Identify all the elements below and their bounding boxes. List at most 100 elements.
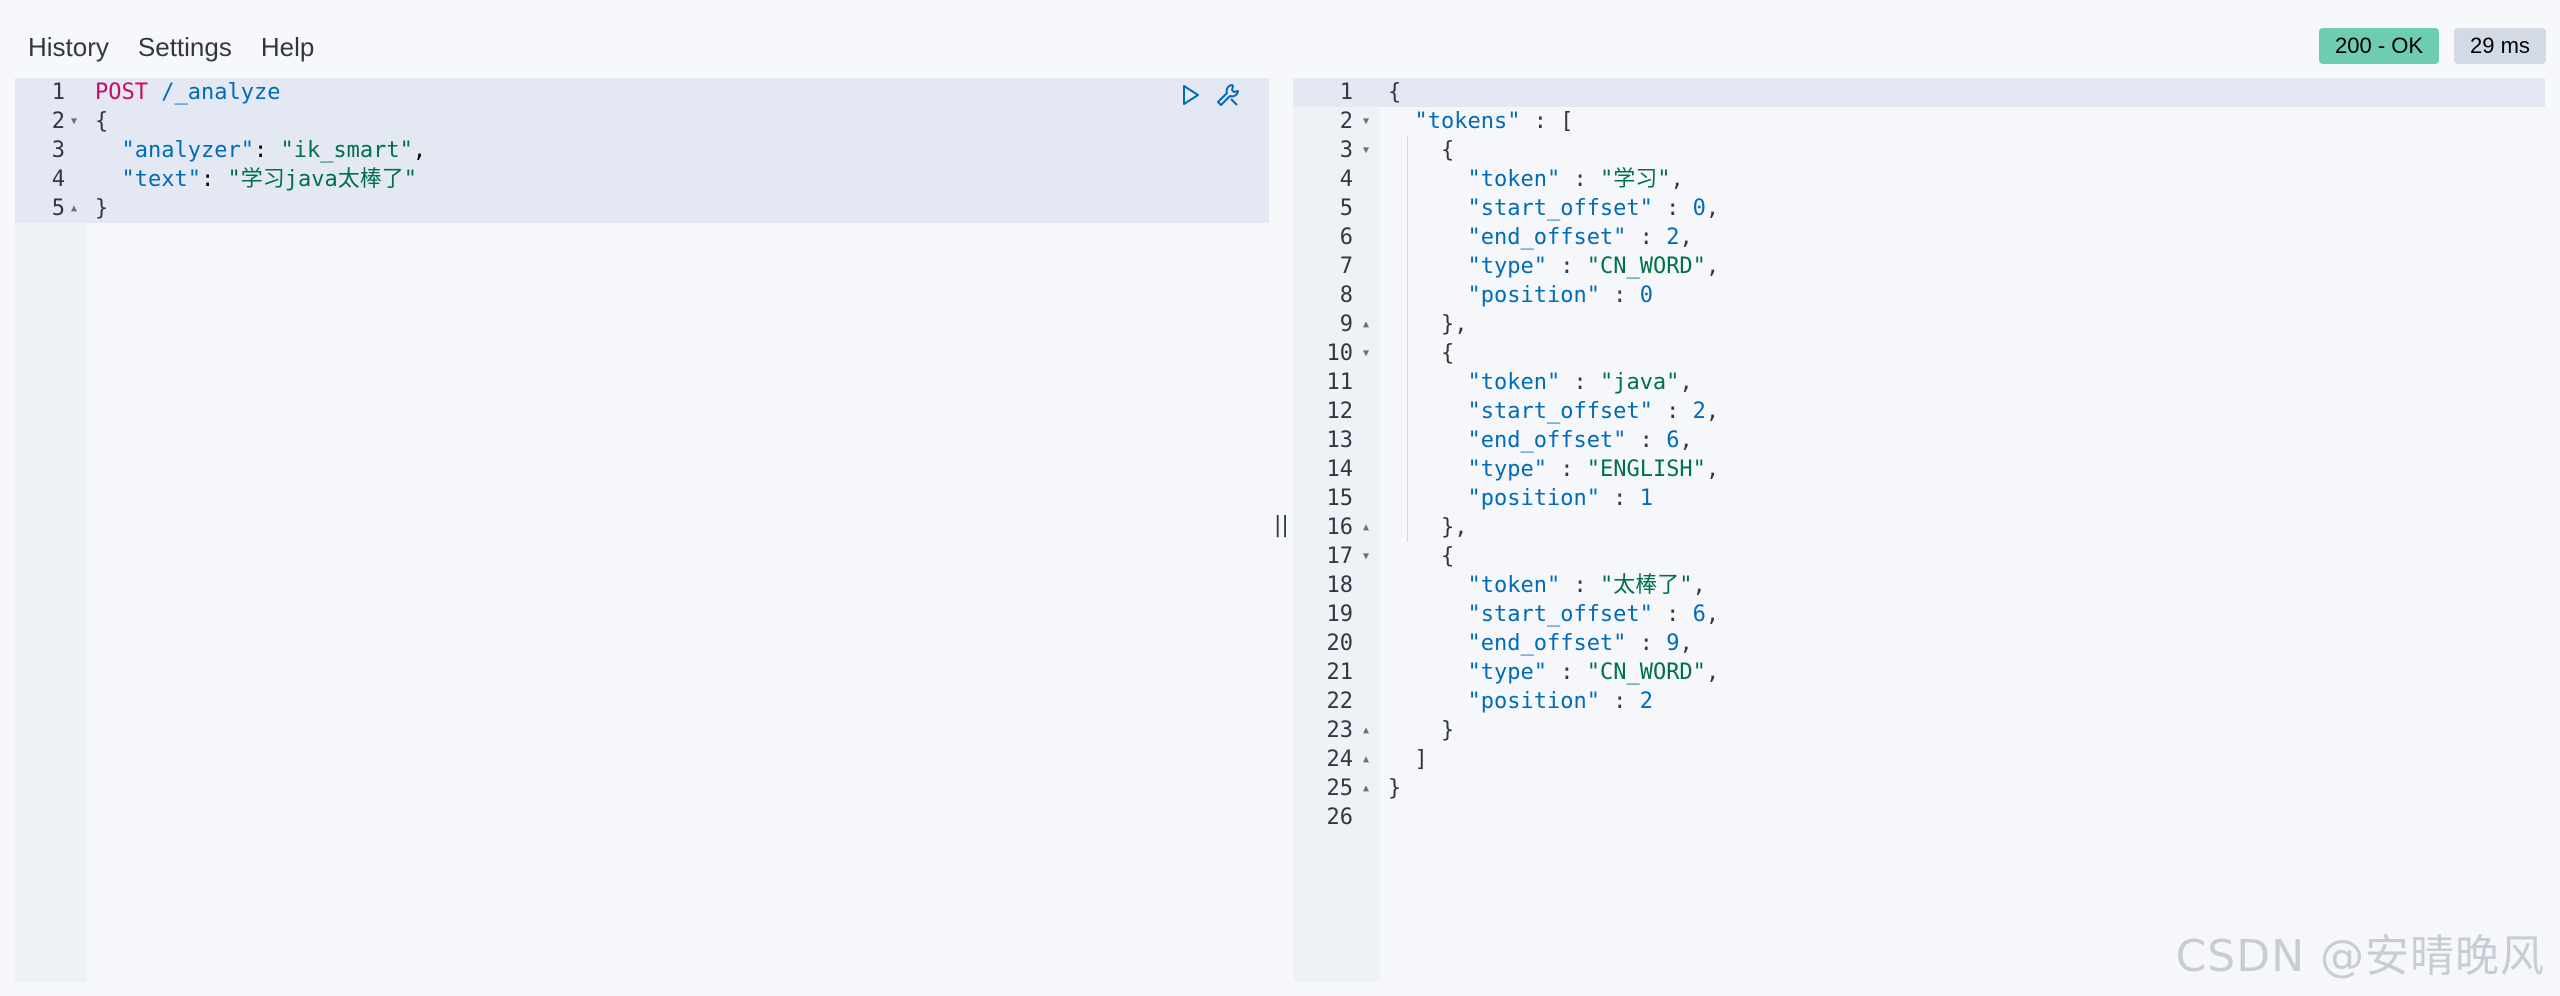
line-number: 16 bbox=[1326, 515, 1354, 540]
code-line: 7 "type" : "CN_WORD", bbox=[1293, 252, 2545, 281]
code-line: 9 ▲ }, bbox=[1293, 310, 2545, 339]
line-number: 15 bbox=[1326, 486, 1354, 511]
fold-down-icon[interactable]: ▼ bbox=[71, 116, 78, 127]
code-line: 5▲ } bbox=[15, 194, 1269, 223]
response-line-text: "end_offset" : 2, bbox=[1467, 225, 1693, 250]
line-number: 3 bbox=[1339, 138, 1353, 163]
code-line: 25▲} bbox=[1293, 774, 2545, 803]
code-line: 13 "end_offset" : 6, bbox=[1293, 426, 2545, 455]
fold-up-icon[interactable]: ▲ bbox=[1363, 754, 1370, 765]
code-line: 2▼ "tokens" : [ bbox=[1293, 107, 2545, 136]
response-line-text: "type" : "CN_WORD", bbox=[1467, 660, 1720, 685]
line-number: 11 bbox=[1326, 370, 1354, 395]
menu-history[interactable]: History bbox=[28, 32, 109, 62]
fold-down-icon[interactable]: ▼ bbox=[1363, 348, 1370, 359]
fold-down-icon[interactable]: ▼ bbox=[1363, 551, 1370, 562]
fold-up-icon[interactable]: ▲ bbox=[71, 203, 78, 214]
line-number: 19 bbox=[1326, 602, 1354, 627]
code-line: 18 "token" : "太棒了", bbox=[1293, 571, 2545, 600]
response-gutter bbox=[1293, 78, 1380, 982]
response-line-text: "token" : "学习", bbox=[1467, 167, 1684, 192]
request-url: /_analyze bbox=[161, 80, 281, 105]
request-lines: 1 POST /_analyze 2▼ { 3 "analyzer": "ik_… bbox=[15, 78, 1269, 223]
line-number: 10 bbox=[1326, 341, 1354, 366]
status-badge: 200 - OK bbox=[2319, 28, 2440, 64]
watermark: CSDN @安晴晚风 bbox=[2175, 931, 2545, 982]
response-viewer[interactable]: 1{2▼ "tokens" : [3▼ {4 "token" : "学习",5 … bbox=[1293, 78, 2545, 982]
code-line: 23▲ } bbox=[1293, 716, 2545, 745]
code-line: 20 "end_offset" : 9, bbox=[1293, 629, 2545, 658]
line-number: 8 bbox=[1339, 283, 1353, 308]
line-number: 18 bbox=[1326, 573, 1354, 598]
response-line-text: }, bbox=[1388, 515, 1468, 540]
response-line-text: "position" : 0 bbox=[1467, 283, 1653, 308]
code-line: 15 "position" : 1 bbox=[1293, 484, 2545, 513]
response-line-text: "position" : 2 bbox=[1467, 689, 1653, 714]
code-line: 6 "end_offset" : 2, bbox=[1293, 223, 2545, 252]
response-line-text: } bbox=[1388, 776, 1402, 801]
response-line-text: { bbox=[1388, 341, 1455, 366]
fold-up-icon[interactable]: ▲ bbox=[1363, 725, 1370, 736]
line-number: 13 bbox=[1326, 428, 1354, 453]
resizer-handle-icon[interactable]: || bbox=[1274, 513, 1289, 538]
top-bar: History Settings Help 200 - OK 29 ms bbox=[0, 0, 2560, 76]
code-line: 14 "type" : "ENGLISH", bbox=[1293, 455, 2545, 484]
line-number: 9 bbox=[1339, 312, 1353, 337]
request-method: POST bbox=[95, 80, 148, 105]
response-line-text: "start_offset" : 0, bbox=[1467, 196, 1720, 221]
request-actions bbox=[1177, 82, 1241, 108]
fold-down-icon[interactable]: ▼ bbox=[1363, 116, 1370, 127]
response-line-text: "start_offset" : 2, bbox=[1467, 399, 1720, 424]
code-line: 24 ▲ ] bbox=[1293, 745, 2545, 774]
request-editor[interactable]: 1 POST /_analyze 2▼ { 3 "analyzer": "ik_… bbox=[15, 78, 1269, 982]
response-line-text: { bbox=[1388, 80, 1402, 105]
code-line: 22 "position" : 2 bbox=[1293, 687, 2545, 716]
line-number: 4 bbox=[1339, 167, 1353, 192]
line-number: 14 bbox=[1326, 457, 1354, 482]
fold-up-icon[interactable]: ▲ bbox=[1363, 783, 1370, 794]
response-line-text: "end_offset" : 6, bbox=[1467, 428, 1693, 453]
code-line: 16 ▲ }, bbox=[1293, 513, 2545, 542]
code-line: 11 "token" : "java", bbox=[1293, 368, 2545, 397]
code-line: 8 "position" : 0 bbox=[1293, 281, 2545, 310]
indent-guide bbox=[1407, 136, 1408, 542]
request-line-text: { bbox=[95, 109, 109, 134]
line-number: 22 bbox=[1326, 689, 1354, 714]
response-line-text: "type" : "ENGLISH", bbox=[1467, 457, 1720, 482]
response-time-badge: 29 ms bbox=[2454, 28, 2546, 64]
wrench-icon[interactable] bbox=[1215, 82, 1241, 108]
menu-help[interactable]: Help bbox=[260, 32, 315, 62]
fold-down-icon[interactable]: ▼ bbox=[1363, 145, 1370, 156]
code-line: 2▼ { bbox=[15, 107, 1269, 136]
code-line: 17▼ { bbox=[1293, 542, 2545, 571]
fold-up-icon[interactable]: ▲ bbox=[1363, 522, 1370, 533]
code-line: 12 "start_offset" : 2, bbox=[1293, 397, 2545, 426]
fold-up-icon[interactable]: ▲ bbox=[1363, 319, 1370, 330]
line-number: 20 bbox=[1326, 631, 1354, 656]
code-line: 4 "token" : "学习", bbox=[1293, 165, 2545, 194]
line-number: 7 bbox=[1339, 254, 1353, 279]
line-number: 1 bbox=[1339, 80, 1353, 105]
play-icon[interactable] bbox=[1177, 82, 1203, 108]
code-line: 26 bbox=[1293, 803, 2545, 832]
code-line: 3 "analyzer": "ik_smart", bbox=[15, 136, 1269, 165]
response-line-text: "token" : "java", bbox=[1467, 370, 1693, 395]
response-line-text: "token" : "太棒了", bbox=[1467, 573, 1706, 598]
code-line: 4 "text": "学习java太棒了" bbox=[15, 165, 1269, 194]
menu-settings[interactable]: Settings bbox=[137, 32, 232, 62]
code-line: 3 ▼ { bbox=[1293, 136, 2545, 165]
response-lines: 1{2▼ "tokens" : [3▼ {4 "token" : "学习",5 … bbox=[1293, 78, 2545, 832]
line-number: 2 bbox=[1339, 109, 1353, 134]
code-line: 19 "start_offset" : 6, bbox=[1293, 600, 2545, 629]
response-line-text: { bbox=[1388, 544, 1455, 569]
code-line: 10 ▼ { bbox=[1293, 339, 2545, 368]
response-line-text: "end_offset" : 9, bbox=[1467, 631, 1693, 656]
response-line-text: }, bbox=[1388, 312, 1468, 337]
response-line-text: ] bbox=[1388, 747, 1428, 772]
response-line-text: { bbox=[1388, 138, 1455, 163]
response-line-text: "start_offset" : 6, bbox=[1467, 602, 1720, 627]
line-number: 5 bbox=[1339, 196, 1353, 221]
request-line-text: "text": "学习java太棒了" bbox=[121, 167, 417, 192]
code-line: 5 "start_offset" : 0, bbox=[1293, 194, 2545, 223]
line-number: 24 bbox=[1326, 747, 1354, 772]
